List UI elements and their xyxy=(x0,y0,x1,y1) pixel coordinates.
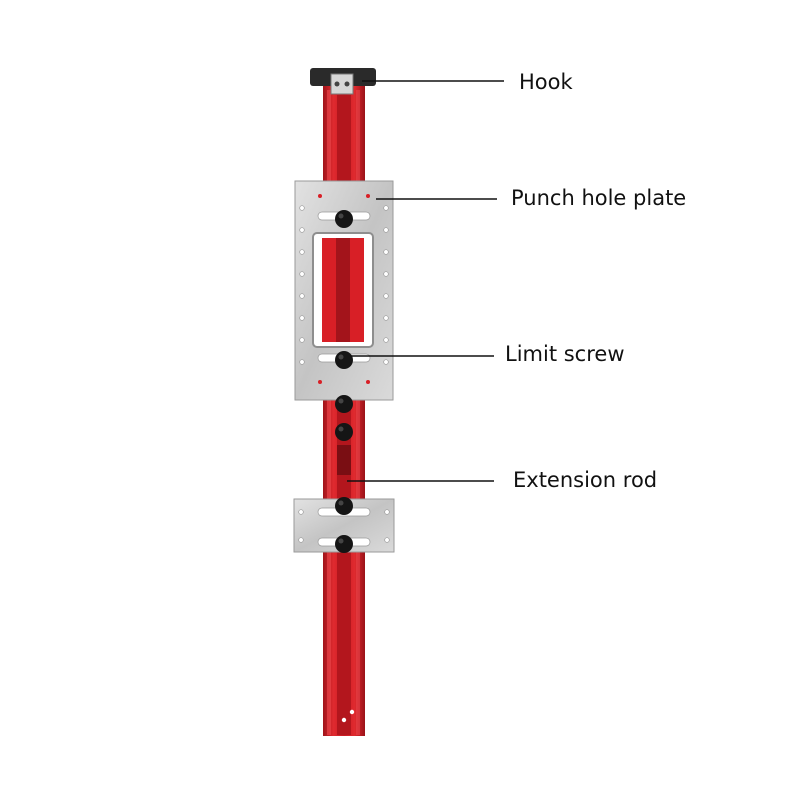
screw-knob xyxy=(335,210,353,228)
screw-knob xyxy=(335,497,353,515)
hook xyxy=(310,68,376,95)
label-punch-hole-plate: Punch hole plate xyxy=(511,186,687,210)
limit-screws xyxy=(335,210,353,553)
screw-knob xyxy=(335,535,353,553)
screw-knob xyxy=(335,395,353,413)
label-extension-rod: Extension rod xyxy=(513,468,658,492)
label-limit-screw: Limit screw xyxy=(505,342,625,366)
screw-knob xyxy=(335,423,353,441)
leader-lines xyxy=(347,80,504,482)
screw-knob xyxy=(335,351,353,369)
label-hook: Hook xyxy=(519,70,573,94)
